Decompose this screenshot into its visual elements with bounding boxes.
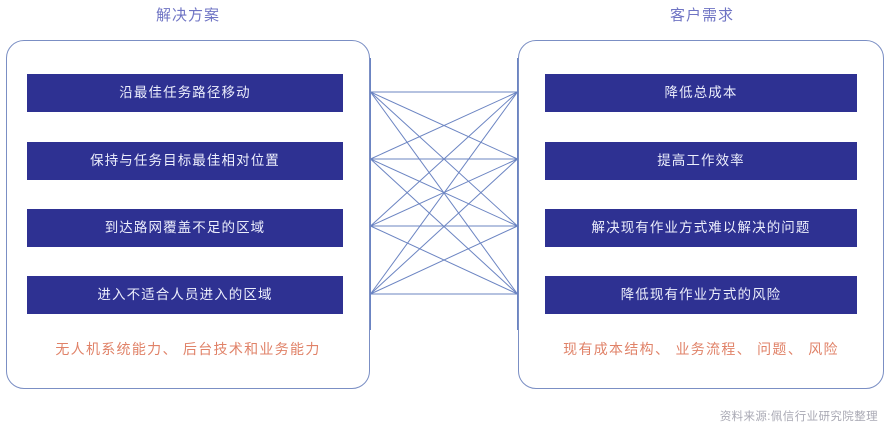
solution-item-4[interactable]: 进入不适合人员进入的区域 [27, 276, 343, 314]
solution-item-2[interactable]: 保持与任务目标最佳相对位置 [27, 142, 343, 180]
customer-needs-panel: 降低总成本 提高工作效率 解决现有作业方式难以解决的问题 降低现有作业方式的风险… [518, 40, 884, 389]
right-column-title: 客户需求 [669, 7, 734, 24]
need-item-4-label: 降低现有作业方式的风险 [620, 287, 782, 303]
need-item-1-label: 降低总成本 [664, 85, 738, 101]
edge-l2-r0 [370, 91, 518, 227]
edge-l2-r1 [370, 158, 518, 227]
need-item-4[interactable]: 降低现有作业方式的风险 [545, 276, 857, 314]
edge-l0-r3 [370, 91, 518, 295]
solution-item-1[interactable]: 沿最佳任务路径移动 [27, 74, 343, 112]
edge-l0-r2 [370, 91, 518, 227]
edge-l2-r3 [370, 225, 518, 295]
need-item-2-label: 提高工作效率 [657, 153, 745, 169]
edge-l1-r0 [370, 91, 518, 160]
source-attribution: 资料来源:佩信行业研究院整理 [719, 411, 878, 423]
need-item-1[interactable]: 降低总成本 [545, 74, 857, 112]
solution-item-2-label: 保持与任务目标最佳相对位置 [90, 153, 280, 169]
edge-l1-r3 [370, 158, 518, 295]
solution-item-3[interactable]: 到达路网覆盖不足的区域 [27, 209, 343, 247]
edge-l0-r1 [370, 91, 518, 160]
solution-item-4-label: 进入不适合人员进入的区域 [97, 287, 273, 303]
need-item-2[interactable]: 提高工作效率 [545, 142, 857, 180]
solutions-panel: 沿最佳任务路径移动 保持与任务目标最佳相对位置 到达路网覆盖不足的区域 进入不适… [6, 40, 370, 389]
need-item-3-label: 解决现有作业方式难以解决的问题 [591, 220, 811, 236]
edge-l3-r0 [370, 91, 518, 295]
solutions-capability-note: 无人机系统能力、 后台技术和业务能力 [55, 341, 321, 357]
customer-needs-scope-note: 现有成本结构、 业务流程、 问题、 风险 [563, 341, 839, 357]
edge-l3-r1 [370, 158, 518, 295]
left-column-title: 解决方案 [155, 7, 220, 24]
solution-item-1-label: 沿最佳任务路径移动 [119, 85, 251, 101]
solution-item-3-label: 到达路网覆盖不足的区域 [104, 220, 266, 236]
edge-l1-r2 [370, 158, 518, 227]
edge-l3-r2 [370, 225, 518, 295]
need-item-3[interactable]: 解决现有作业方式难以解决的问题 [545, 209, 857, 247]
